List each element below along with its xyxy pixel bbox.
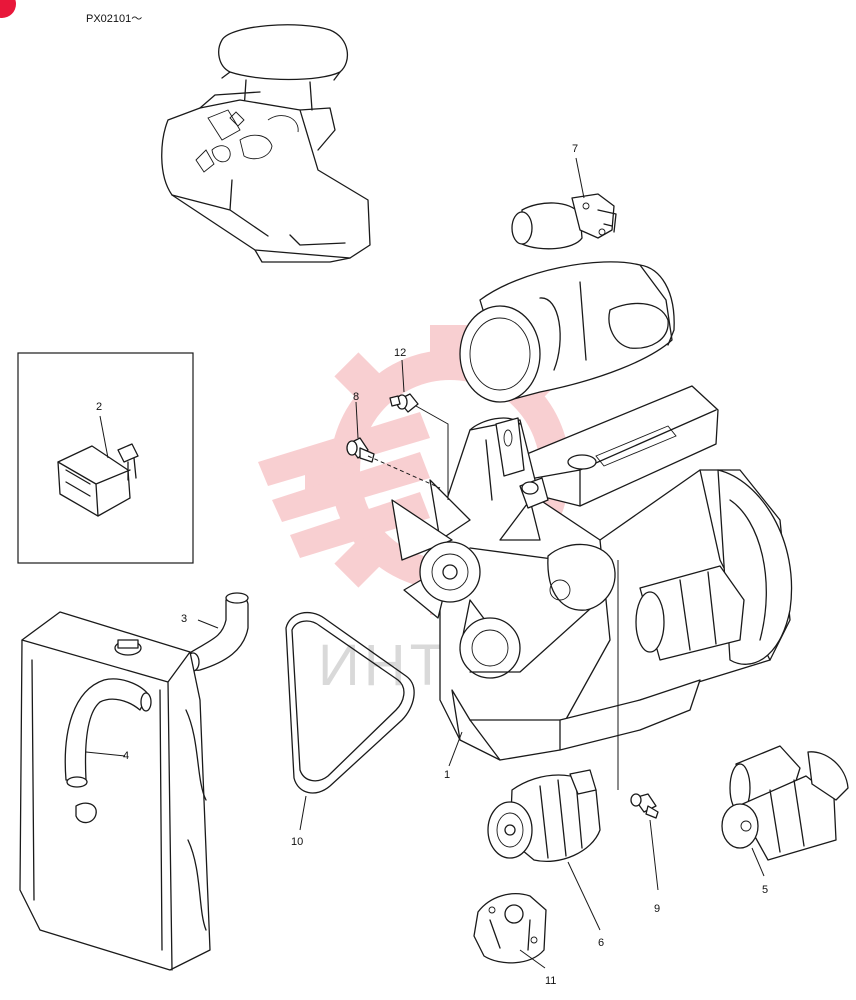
part-5-starter (721, 745, 849, 861)
part-6-alternator (487, 769, 601, 862)
part-12-sender (389, 393, 419, 413)
callout-11: 11 (545, 975, 556, 987)
callout-12: 12 (394, 347, 406, 359)
callout-2: 2 (96, 401, 102, 413)
part-7-thermostat (511, 193, 617, 250)
part-3-upper-hose (186, 592, 249, 672)
part-4-radiator (19, 611, 211, 971)
callout-numbers: 1 2 3 4 5 6 7 8 9 10 11 12 (96, 143, 768, 987)
callout-6: 6 (598, 937, 604, 949)
callout-9: 9 (654, 903, 660, 915)
part-1-engine (391, 261, 793, 761)
model-code: PX02101～ (86, 13, 142, 25)
callout-5: 5 (762, 884, 768, 896)
detail-box (17, 352, 194, 564)
part-10-fan-belt (285, 611, 415, 794)
callout-1: 1 (444, 769, 450, 781)
part-2-controller (57, 443, 139, 517)
callout-10: 10 (291, 836, 303, 848)
part-9-pressure-switch (630, 793, 659, 819)
part-11-water-pump (473, 893, 547, 964)
callout-4: 4 (123, 750, 129, 762)
leader-lines (85, 157, 765, 969)
machine-overview (161, 24, 371, 263)
callout-8: 8 (353, 391, 359, 403)
part-8-sender (346, 437, 375, 463)
corner-mark (0, 0, 16, 18)
callout-7: 7 (572, 143, 578, 155)
callout-3: 3 (181, 613, 187, 625)
